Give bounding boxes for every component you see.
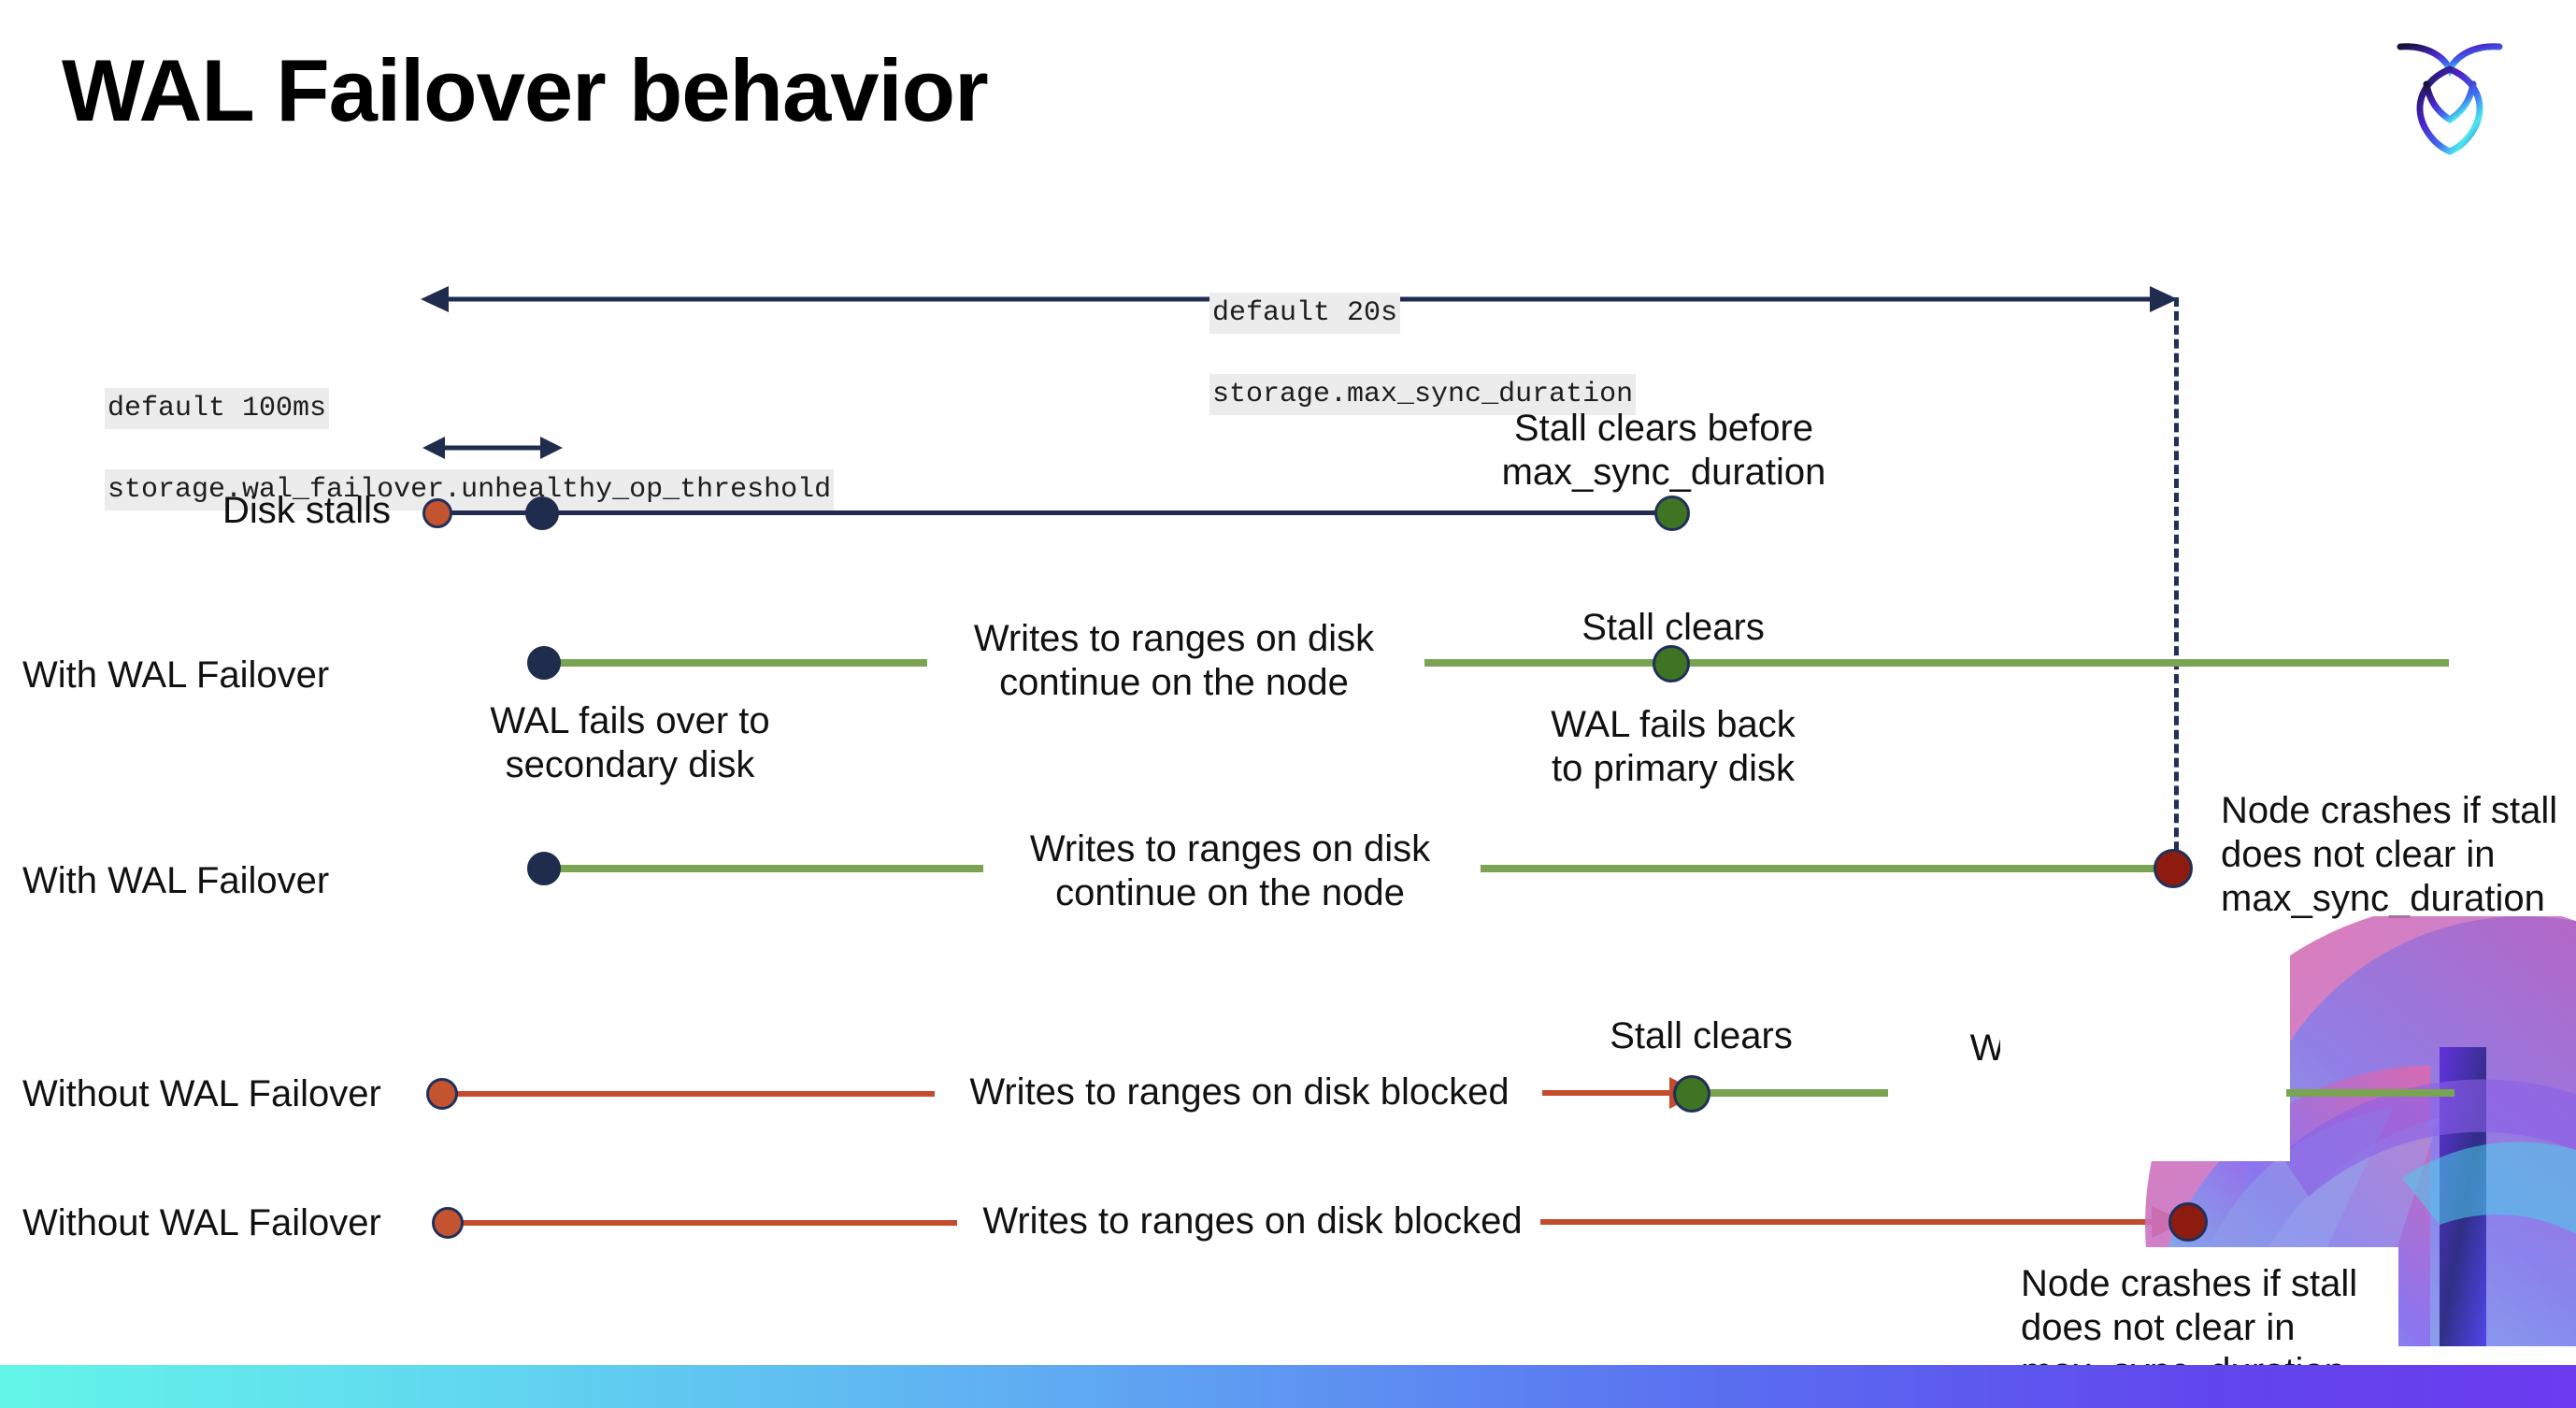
max-sync-duration-dashed-guide <box>2174 297 2179 879</box>
row-label-with-wal-failover-1: With WAL Failover <box>22 654 330 696</box>
unhealthy-op-setting-name: storage.wal_failover.unhealthy_op_thresh… <box>105 468 835 511</box>
note-writes-continue-2: Writes to ranges on disk continue on the… <box>1029 828 1431 914</box>
footer-gradient-bar <box>0 1365 2576 1408</box>
note-stall-clears-2: Stall clears <box>1610 1015 1793 1056</box>
without-failover-2-start-marker <box>432 1207 464 1239</box>
without-failover-2-blocked-a <box>460 1220 957 1226</box>
note-writes-blocked-2: Writes to ranges on disk blocked <box>982 1200 1523 1242</box>
note-node-crashes-1: Node crashes if stall does not clear in … <box>2221 790 2558 920</box>
with-failover-2-segment-a <box>542 865 983 872</box>
row-label-with-wal-failover-2: With WAL Failover <box>22 860 330 901</box>
max-sync-default-value: default 20s <box>1209 292 1401 335</box>
note-stall-clears-before-max-sync: Stall clears before max_sync_duration <box>1501 408 1826 494</box>
row-label-disk-stalls: Disk stalls <box>222 490 392 531</box>
with-failover-2-start-marker <box>527 852 561 885</box>
note-wal-fails-over-secondary: WAL fails over to secondary disk <box>490 700 770 786</box>
with-failover-1-stall-clears-marker <box>1653 645 1690 682</box>
without-failover-1-resume-a <box>1701 1089 1888 1097</box>
disk-stalls-timeline <box>437 510 1673 515</box>
with-failover-1-segment-a <box>542 659 927 667</box>
unhealthy-op-default-value: default 100ms <box>105 387 330 430</box>
note-wal-fails-back-primary: WAL fails back to primary disk <box>1551 704 1796 790</box>
disk-stall-clears-marker <box>1654 496 1690 531</box>
note-stall-clears-1: Stall clears <box>1581 607 1765 648</box>
note-writes-blocked-1: Writes to ranges on disk blocked <box>969 1071 1510 1113</box>
without-failover-1-blocked-a <box>456 1091 935 1097</box>
with-failover-1-segment-b <box>1424 659 2449 667</box>
cockroach-labs-logo-icon <box>2382 26 2518 157</box>
without-failover-1-start-marker <box>426 1078 458 1110</box>
without-failover-1-resume-c <box>2286 1089 2454 1097</box>
max-sync-duration-annotation: default 20s storage.max_sync_duration <box>1142 252 1637 455</box>
artwork-mask-upper-left <box>2000 916 2290 1161</box>
disk-stall-start-marker <box>422 498 452 528</box>
with-failover-2-segment-b <box>1481 865 2174 872</box>
page-title: WAL Failover behavior <box>62 41 989 139</box>
row-label-without-wal-failover-1: Without WAL Failover <box>22 1073 381 1114</box>
unhealthy-op-threshold-span-arrow <box>422 437 563 459</box>
note-writes-continue-1: Writes to ranges on disk continue on the… <box>973 618 1375 704</box>
without-failover-1-stall-clears-marker <box>1673 1075 1710 1113</box>
with-failover-2-crash-marker <box>2154 849 2193 888</box>
without-failover-2-crash-arrow <box>1540 1206 2185 1238</box>
row-label-without-wal-failover-2: Without WAL Failover <box>22 1202 381 1243</box>
without-failover-2-crash-marker <box>2168 1202 2208 1242</box>
disk-stall-failover-marker <box>525 496 559 530</box>
unhealthy-op-threshold-annotation: default 100ms storage.wal_failover.unhea… <box>37 348 835 551</box>
max-sync-setting-name: storage.max_sync_duration <box>1209 373 1637 416</box>
with-failover-1-start-marker <box>527 646 561 680</box>
